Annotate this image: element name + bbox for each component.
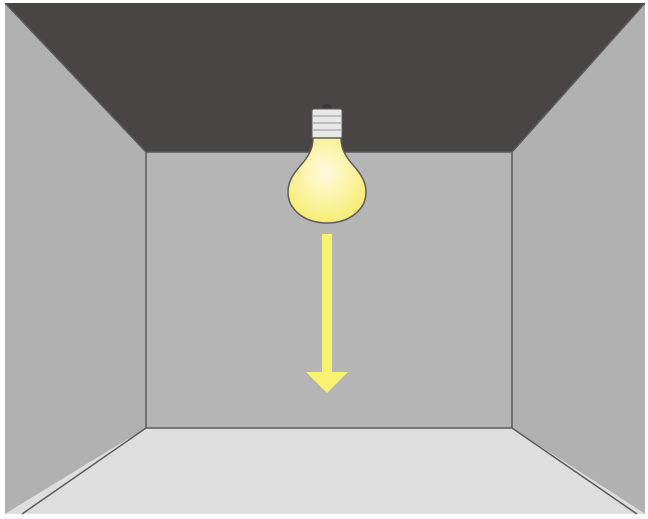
bulb-glass <box>287 137 367 224</box>
right-wall <box>512 3 645 514</box>
floor-right-edge <box>511 427 638 515</box>
bulb-socket-threads <box>313 115 341 131</box>
floor-left-edge <box>21 427 147 515</box>
ceiling-left-edge <box>4 2 147 153</box>
left-wall <box>5 3 146 514</box>
arrow-head <box>306 372 348 393</box>
light-bulb-icon <box>287 103 367 224</box>
arrow-down-icon <box>306 234 348 393</box>
floor <box>5 428 645 514</box>
ceiling <box>5 3 645 152</box>
ceiling-right-edge <box>511 2 646 153</box>
arrow-shaft <box>322 234 332 372</box>
